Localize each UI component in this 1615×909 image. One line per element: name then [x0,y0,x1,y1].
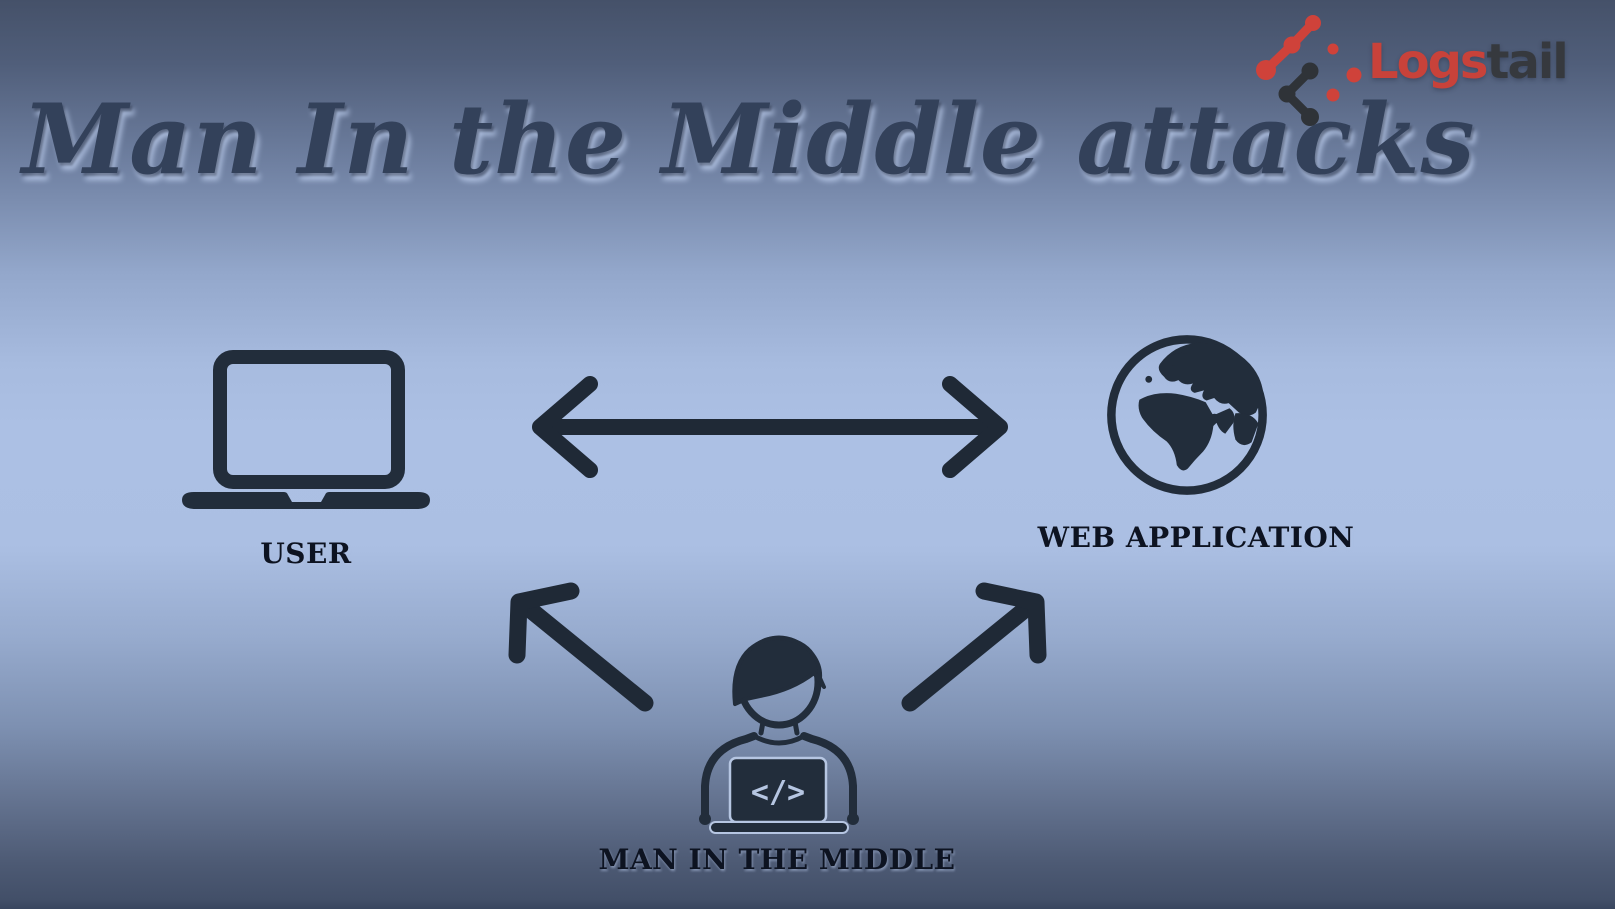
logo-text-tail: tail [1486,34,1569,90]
user-label: USER [260,537,352,570]
logstail-logo-icon [1256,15,1362,126]
logo-text-logs: Logs [1368,34,1488,90]
arrow-to-user-icon [508,582,654,712]
man-in-the-middle-label: MAN IN THE MIDDLE [598,843,956,876]
page-title: Man In the Middle attacks [22,83,1476,196]
laptop-icon [182,350,430,509]
web-application-label: WEB APPLICATION [1037,521,1355,554]
hacker-at-laptop-icon: </> [699,635,859,834]
arrow-to-webapp-icon [901,582,1047,712]
bidirectional-arrow-icon [532,376,1008,478]
globe-icon [1107,335,1267,495]
code-glyph: </> [751,775,805,810]
logstail-logo-wordmark: Logstail [1368,34,1569,90]
